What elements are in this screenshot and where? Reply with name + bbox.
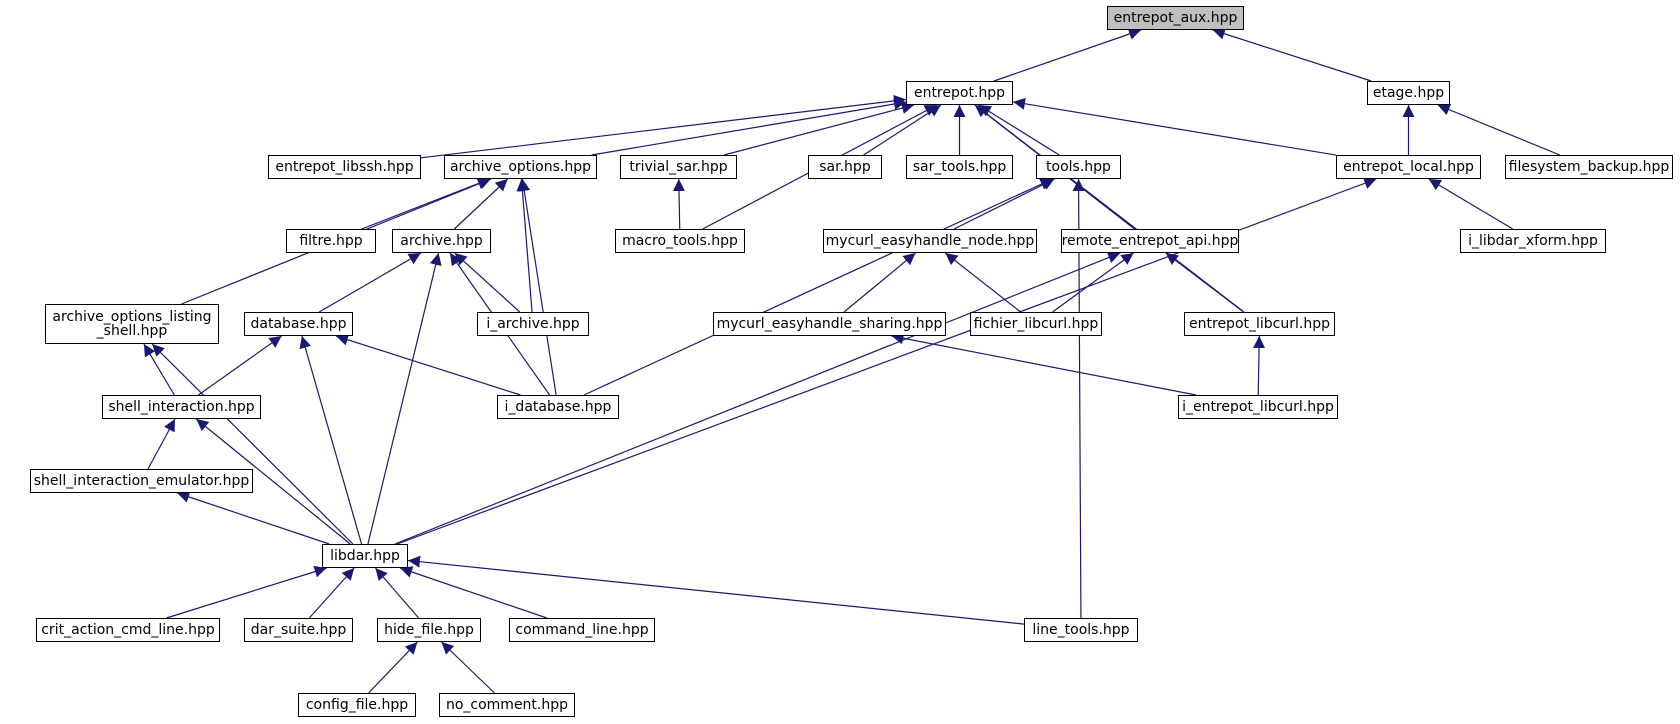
node-entrepot-libcurl[interactable]: entrepot_libcurl.hpp: [1184, 312, 1335, 336]
edge-i-archive-to-archive-options: [516, 178, 533, 313]
node-filesystem-backup[interactable]: filesystem_backup.hpp: [1505, 155, 1673, 179]
edge-i-entrepot-libcurl-to-mycurl-easyhandle-sharing: [891, 332, 1197, 396]
edge-libdar-to-remote-entrepot-api: [394, 251, 1121, 545]
node-line-tools[interactable]: line_tools.hpp: [1024, 618, 1138, 642]
node-archive-options[interactable]: archive_options.hpp: [444, 155, 597, 179]
edge-fichier-libcurl-to-mycurl-easyhandle-node: [944, 252, 1022, 313]
edge-mycurl-easyhandle-node-to-tools: [953, 178, 1055, 230]
edge-i-libdar-xform-to-entrepot-local: [1428, 178, 1514, 230]
edge-filesystem-backup-to-etage: [1437, 104, 1560, 156]
edge-hide-file-to-libdar: [374, 567, 420, 619]
node-fichier-libcurl[interactable]: fichier_libcurl.hpp: [970, 312, 1102, 336]
edge-config-file-to-hide-file: [368, 641, 418, 694]
node-sar[interactable]: sar.hpp: [808, 155, 882, 179]
edge-line-tools-to-libdar: [407, 555, 1025, 625]
edge-mycurl-easyhandle-sharing-to-mycurl-easyhandle-node: [843, 252, 916, 313]
edge-no-comment-to-hide-file: [441, 641, 495, 694]
node-i-archive[interactable]: i_archive.hpp: [477, 312, 589, 336]
edge-tools-to-entrepot: [978, 104, 1060, 156]
edge-trivial-sar-to-entrepot: [723, 102, 915, 156]
edge-etage-to-entrepot-aux: [1212, 27, 1372, 82]
node-archive[interactable]: archive.hpp: [392, 229, 491, 253]
node-entrepot-libssh[interactable]: entrepot_libssh.hpp: [268, 155, 421, 179]
edge-shell-interaction-emulator-to-shell-interaction: [147, 418, 176, 470]
edge-fichier-libcurl-to-remote-entrepot-api: [1052, 252, 1134, 313]
edge-libdar-to-archive: [367, 252, 442, 545]
node-shell-interaction-emulator[interactable]: shell_interaction_emulator.hpp: [30, 469, 253, 493]
edge-i-database-to-database: [335, 333, 521, 396]
edge-macro-tools-to-trivial-sar: [672, 178, 685, 230]
edge-database-to-archive: [318, 252, 422, 313]
edge-shell-interaction-to-archive-options-listing-shell: [143, 343, 175, 396]
edge-filtre-to-archive-options: [361, 177, 490, 230]
edge-i-archive-to-archive: [454, 252, 521, 313]
node-crit-action-cmd-line[interactable]: crit_action_cmd_line.hpp: [36, 618, 220, 642]
edge-archive-options-to-entrepot: [591, 98, 907, 156]
node-config-file[interactable]: config_file.hpp: [298, 693, 416, 717]
node-archive-options-listing-shell[interactable]: archive_options_listing _shell.hpp: [45, 304, 219, 344]
node-database[interactable]: database.hpp: [244, 312, 353, 336]
node-shell-interaction[interactable]: shell_interaction.hpp: [102, 395, 261, 419]
node-tools[interactable]: tools.hpp: [1036, 155, 1121, 179]
edge-archive-to-archive-options: [453, 178, 509, 230]
edge-dar-suite-to-libdar: [308, 567, 355, 619]
node-macro-tools[interactable]: macro_tools.hpp: [615, 229, 745, 253]
edge-i-database-to-tools: [583, 178, 1053, 396]
edge-libdar-to-database: [299, 335, 363, 545]
edge-i-database-to-archive-options: [518, 178, 557, 396]
edge-entrepot-local-to-entrepot: [1012, 97, 1337, 156]
node-i-entrepot-libcurl[interactable]: i_entrepot_libcurl.hpp: [1178, 395, 1338, 419]
edge-libdar-to-shell-interaction: [195, 418, 351, 545]
edge-command-line-to-libdar: [399, 566, 548, 619]
node-entrepot[interactable]: entrepot.hpp: [906, 81, 1013, 105]
edge-entrepot-libcurl-to-remote-entrepot-api: [1165, 252, 1245, 313]
node-no-comment[interactable]: no_comment.hpp: [439, 693, 575, 717]
node-remote-entrepot-api[interactable]: remote_entrepot_api.hpp: [1061, 229, 1239, 253]
edge-entrepot-to-entrepot-aux: [993, 28, 1142, 82]
node-trivial-sar[interactable]: trivial_sar.hpp: [620, 155, 737, 179]
node-entrepot-aux: entrepot_aux.hpp: [1107, 6, 1244, 30]
node-etage[interactable]: etage.hpp: [1367, 81, 1450, 105]
node-libdar[interactable]: libdar.hpp: [322, 544, 408, 568]
node-entrepot-local[interactable]: entrepot_local.hpp: [1336, 155, 1481, 179]
node-hide-file[interactable]: hide_file.hpp: [377, 618, 481, 642]
edge-shell-interaction-to-database: [198, 335, 282, 396]
node-filtre[interactable]: filtre.hpp: [286, 229, 376, 253]
node-command-line[interactable]: command_line.hpp: [509, 618, 655, 642]
node-i-libdar-xform[interactable]: i_libdar_xform.hpp: [1460, 229, 1606, 253]
edge-libdar-to-shell-interaction-emulator: [177, 491, 330, 545]
node-mycurl-easyhandle-node[interactable]: mycurl_easyhandle_node.hpp: [823, 229, 1037, 253]
edge-i-entrepot-libcurl-to-entrepot-libcurl: [1253, 335, 1266, 396]
edge-libdar-to-archive-options-listing-shell: [151, 343, 354, 545]
node-mycurl-easyhandle-sharing[interactable]: mycurl_easyhandle_sharing.hpp: [713, 312, 946, 336]
node-dar-suite[interactable]: dar_suite.hpp: [244, 618, 353, 642]
edge-sar-to-entrepot: [863, 104, 942, 156]
node-i-database[interactable]: i_database.hpp: [497, 395, 619, 419]
edge-crit-action-cmd-line-to-libdar: [166, 565, 327, 619]
node-sar-tools[interactable]: sar_tools.hpp: [906, 155, 1013, 179]
edge-entrepot-libssh-to-entrepot: [420, 94, 907, 159]
